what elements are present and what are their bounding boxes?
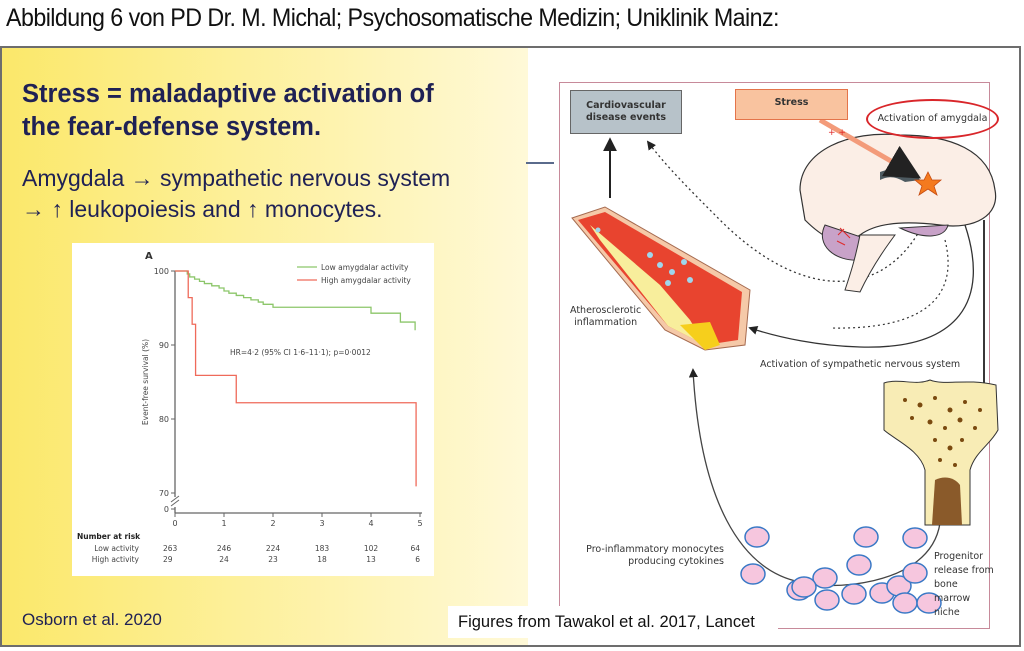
hr-annotation: HR=4·2 (95% CI 1·6–11·1); p=0·0012 — [230, 348, 371, 357]
axis-break-mark — [170, 499, 180, 507]
citation-osborn: Osborn et al. 2020 — [22, 610, 162, 629]
sympathetic-label: Activation of sympathetic nervous system — [760, 359, 961, 370]
vessel-illustration — [571, 206, 751, 351]
monocyte-cell-icon — [902, 527, 928, 549]
monocyte-cell-icon — [853, 526, 879, 548]
x-tick-label: 5 — [417, 519, 422, 528]
series-line-high — [175, 270, 417, 487]
monocyte-cell-icon — [892, 592, 918, 614]
monocyte-cell-icon — [902, 562, 928, 584]
bone-marrow-illustration — [883, 379, 999, 526]
athero-label: Atherosclerotic inflammation — [570, 305, 642, 328]
brain-illustration — [799, 133, 997, 293]
risk-value: 6 — [415, 555, 420, 564]
y-tick-label: 100 — [154, 267, 169, 276]
monocyte-cell-icon — [744, 526, 770, 548]
x-tick-label: 0 — [172, 519, 177, 528]
x-tick-label: 1 — [221, 519, 226, 528]
panel-label: A — [145, 251, 153, 262]
monocyte-cell-icon — [812, 567, 838, 589]
cvd-events-label: Cardiovascular disease events — [585, 100, 666, 123]
monocytes-cluster — [740, 526, 942, 614]
amygdala-activation-label: Activation of amygdala — [866, 99, 999, 139]
risk-value: 64 — [410, 544, 420, 553]
risk-value: 246 — [217, 544, 232, 553]
svg-text:+ +: + + — [828, 128, 846, 138]
slide-subtitle: Amygdala → sympathetic nervous system → … — [22, 165, 451, 222]
figure-caption: Abbildung 6 von PD Dr. M. Michal; Psycho… — [6, 4, 780, 32]
slide-title: Stress = maladaptive activation of the f… — [22, 80, 434, 141]
monocyte-cell-icon — [916, 592, 942, 614]
monocyte-cell-icon — [841, 583, 867, 605]
number-at-risk-header: Number at risk — [77, 532, 141, 541]
legend-label: High amygdalar activity — [321, 276, 411, 285]
risk-value: 24 — [219, 555, 229, 564]
x-tick-label: 3 — [319, 519, 324, 528]
series-line-low — [175, 270, 416, 331]
risk-value: 263 — [163, 544, 178, 553]
connector-line — [526, 162, 554, 164]
y-tick-label: 70 — [159, 489, 169, 498]
risk-value: 102 — [364, 544, 379, 553]
y-tick-label: 0 — [164, 505, 169, 514]
dotted-loop-brain — [829, 239, 949, 329]
risk-value: 224 — [266, 544, 281, 553]
x-tick-label: 2 — [270, 519, 275, 528]
monocyte-cell-icon — [791, 576, 817, 598]
citation-tawakol: Figures from Tawakol et al. 2017, Lancet — [458, 613, 755, 631]
cvd-events-box: Cardiovascular disease events — [570, 90, 682, 134]
risk-value: 183 — [315, 544, 330, 553]
amygdala-star-icon — [913, 171, 943, 196]
progenitor-label: Progenitor release from bone marrow nich… — [934, 551, 994, 618]
stress-box: Stress — [735, 89, 848, 120]
dotted-arrow-brain-to-cvd — [646, 140, 921, 282]
stress-arrow — [818, 117, 922, 179]
risk-value: 18 — [317, 555, 327, 564]
legend-label: Low amygdalar activity — [321, 263, 409, 272]
citation-bg — [448, 606, 778, 638]
axis-break-mark — [170, 495, 180, 503]
risk-value: 29 — [163, 555, 173, 564]
x-tick-label: 4 — [368, 519, 373, 528]
y-axis-label: Event-free survival (%) — [141, 339, 150, 425]
monocyte-cell-icon — [740, 563, 766, 585]
risk-value: 23 — [268, 555, 278, 564]
monocyte-cell-icon — [846, 554, 872, 576]
risk-row-label: Low activity — [94, 544, 139, 553]
monocytes-label: Pro-inflammatory monocytes producing cyt… — [586, 544, 724, 567]
arrow-sympathetic — [748, 224, 974, 348]
monocyte-cell-icon — [814, 589, 840, 611]
risk-value: 13 — [366, 555, 376, 564]
risk-row-label: High activity — [92, 555, 140, 564]
y-tick-label: 90 — [159, 341, 169, 350]
y-tick-label: 80 — [159, 415, 169, 424]
